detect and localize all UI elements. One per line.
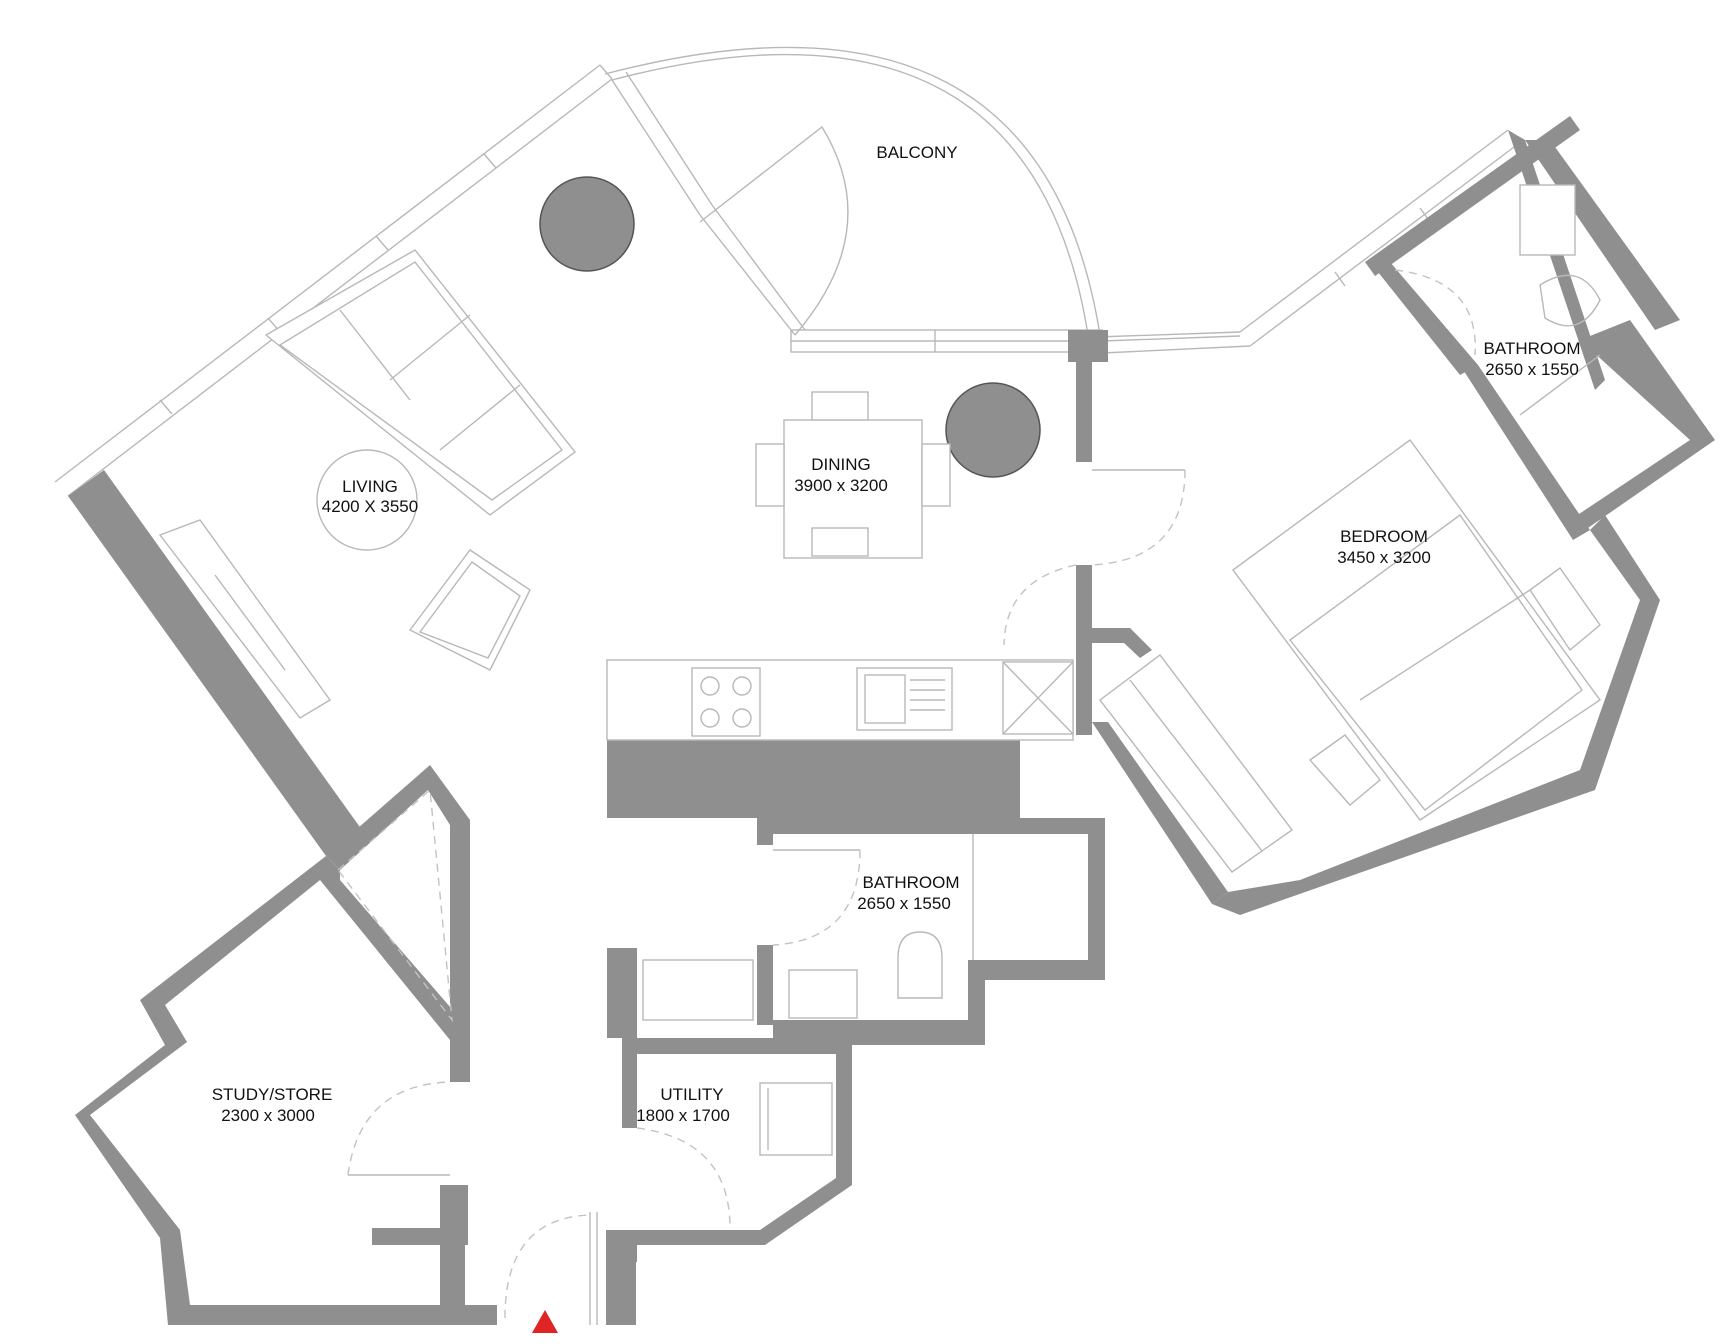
main-bathroom-size: 2650 x 1550 xyxy=(857,894,951,913)
bedroom-door xyxy=(1003,469,1186,646)
cooktop xyxy=(691,667,761,737)
bathtub xyxy=(1519,184,1576,256)
ensuite-bathroom xyxy=(1394,184,1601,416)
ensuite-bathroom-size: 2650 x 1550 xyxy=(1485,360,1579,379)
entrance-triangle-icon xyxy=(532,1310,558,1333)
bedroom-size: 3450 x 3200 xyxy=(1337,548,1431,567)
dining-size: 3900 x 3200 xyxy=(794,476,888,495)
bath-cabinet xyxy=(642,959,754,1021)
washbasin xyxy=(788,969,858,1019)
bedroom-label: BEDROOM xyxy=(1340,527,1428,546)
structural-column xyxy=(539,176,635,272)
dining-chair xyxy=(811,527,869,557)
balcony: BALCONY xyxy=(604,46,1241,353)
sofa xyxy=(264,249,576,516)
utility-size: 1800 x 1700 xyxy=(636,1106,730,1125)
toilet xyxy=(1539,274,1601,327)
bed xyxy=(1232,439,1601,821)
balcony-door-swing xyxy=(699,125,849,336)
utility-room xyxy=(636,1082,833,1229)
study-size: 2300 x 3000 xyxy=(221,1106,315,1125)
wardrobe xyxy=(1099,654,1293,873)
living-furniture xyxy=(158,249,576,719)
walls xyxy=(68,116,1715,1325)
ensuite-bathroom-label: BATHROOM xyxy=(1484,339,1581,358)
bedroom-furniture xyxy=(1099,439,1601,873)
tv-console xyxy=(158,519,332,719)
entrance-door xyxy=(504,1212,598,1325)
glazing-bedroom xyxy=(1096,129,1519,354)
main-bathroom-label: BATHROOM xyxy=(863,873,960,892)
kitchen xyxy=(606,659,1074,741)
toilet xyxy=(897,931,943,999)
living-label: LIVING xyxy=(342,477,398,496)
study-label: STUDY/STORE xyxy=(212,1085,333,1104)
main-bathroom xyxy=(642,834,974,1021)
dining-label: DINING xyxy=(811,455,871,474)
kitchen-counter xyxy=(606,659,1074,741)
glazing-living xyxy=(54,64,613,497)
utility-label: UTILITY xyxy=(660,1085,723,1104)
dining-chair xyxy=(811,391,869,421)
washing-machine xyxy=(759,1082,833,1156)
study-room xyxy=(337,788,453,1176)
coffee-table xyxy=(316,449,418,551)
structural-column xyxy=(945,382,1041,478)
living-size: 4200 X 3550 xyxy=(322,497,418,516)
balcony-label: BALCONY xyxy=(876,143,957,162)
dining-furniture xyxy=(755,391,951,559)
dining-chair xyxy=(755,443,785,507)
dining-chair xyxy=(921,443,951,507)
